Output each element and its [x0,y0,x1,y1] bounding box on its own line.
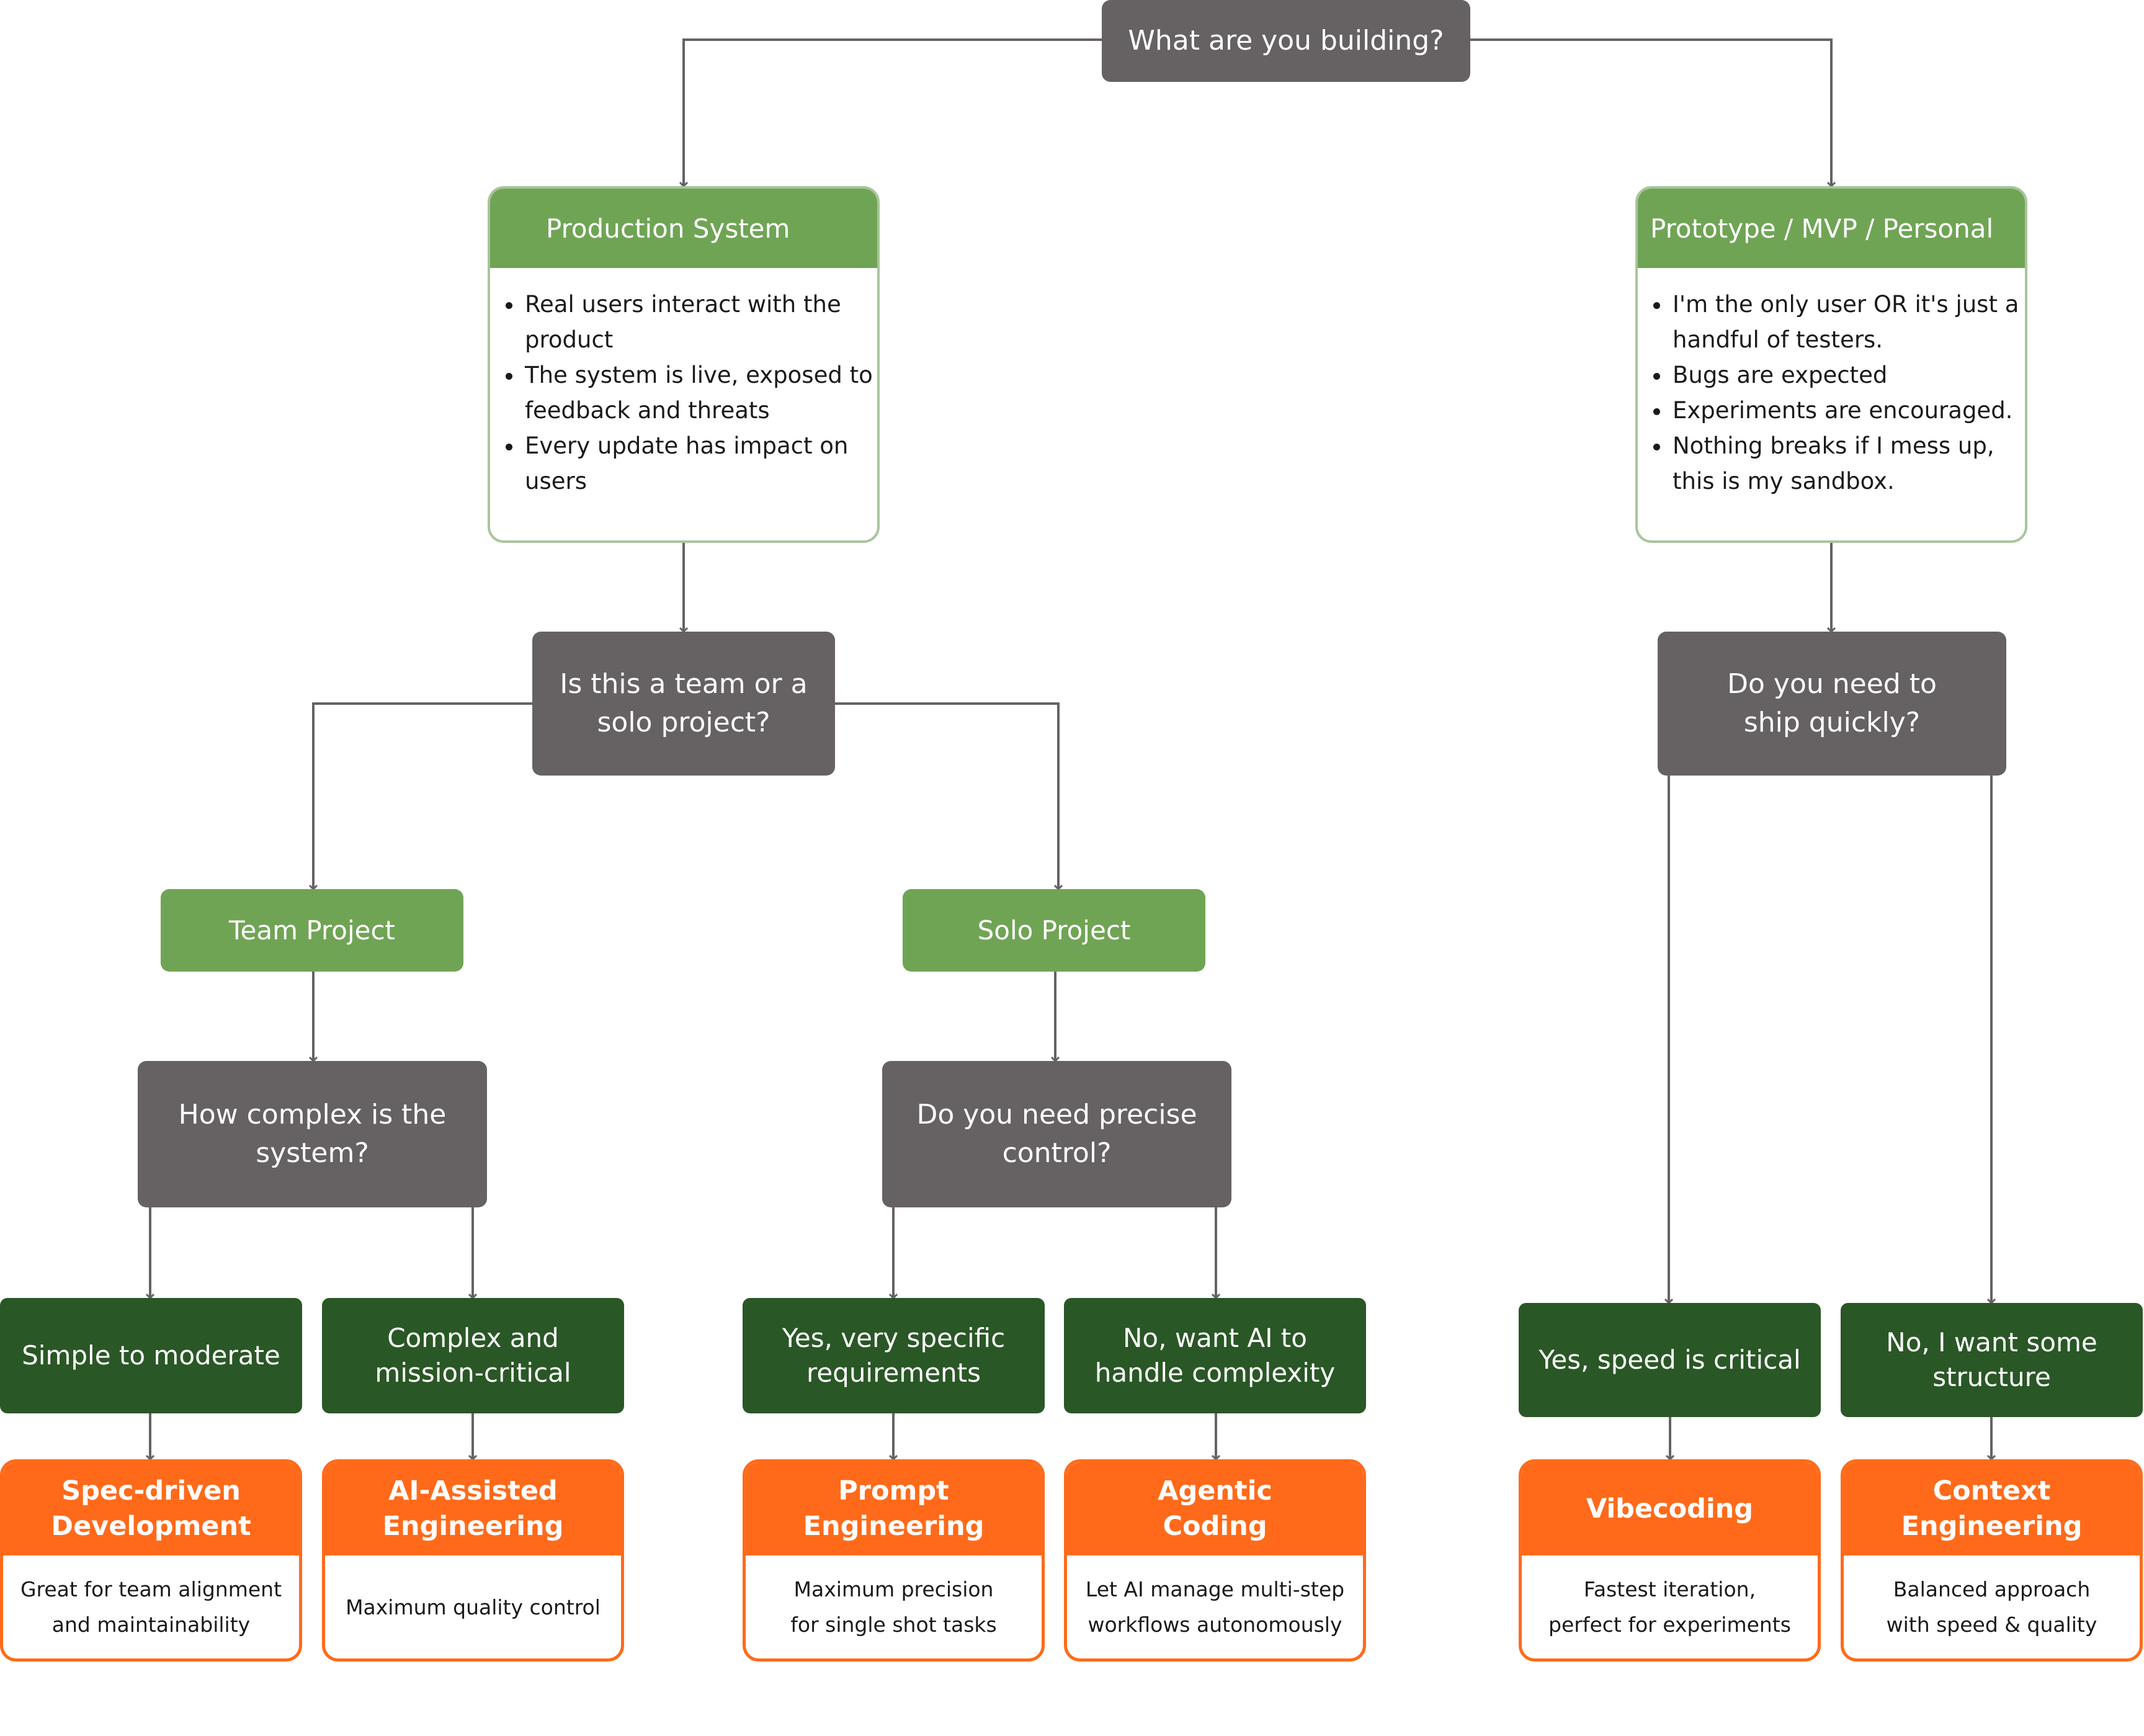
solo-project-node: Solo Project [903,889,1205,972]
solo-project-label: Solo Project [977,915,1131,946]
result-context-engineering: Context Engineering Balanced approach wi… [1841,1459,2143,1662]
list-item: Every update has impact on users [524,428,877,499]
complexity-question: How complex is the system? [138,1061,487,1207]
option-no-structure-text: No, I want some structure [1886,1327,2097,1392]
root-question-text: What are you building? [1128,25,1444,56]
ship-quickly-question: Do you need to ship quickly? [1658,632,2006,776]
option-no-structure: No, I want some structure [1841,1303,2143,1417]
edge-teamsolo-team [313,702,532,889]
result-spec-driven-title: Spec-driven Development [3,1462,299,1555]
option-yes-specific: Yes, very specific requirements [743,1298,1045,1413]
production-system-card: Production System Real users interact wi… [488,186,880,543]
option-yes-specific-text: Yes, very specific requirements [782,1323,1006,1388]
result-agentic-coding-desc: Let AI manage multi-step workflows auton… [1085,1577,1345,1637]
result-ai-assisted: AI-Assisted Engineering Maximum quality … [322,1459,624,1662]
result-prompt-engineering-title: Prompt Engineering [746,1462,1042,1555]
list-item: Bugs are expected [1671,357,2025,393]
result-agentic-coding-title: Agentic Coding [1067,1462,1363,1555]
option-simple: Simple to moderate [0,1298,302,1413]
result-agentic-coding: Agentic Coding Let AI manage multi-step … [1064,1459,1366,1662]
result-vibecoding: Vibecoding Fastest iteration, perfect fo… [1519,1459,1821,1662]
production-system-bullets: Real users interact with the product The… [490,287,877,499]
list-item: Real users interact with the product [524,287,877,357]
result-prompt-engineering-desc: Maximum precision for single shot tasks [790,1577,997,1637]
edge-teamsolo-solo [835,702,1058,889]
list-item: Nothing breaks if I mess up, this is my … [1671,428,2025,499]
ship-quickly-text: Do you need to ship quickly? [1727,668,1937,738]
list-item: I'm the only user OR it's just a handful… [1671,287,2025,357]
result-prompt-engineering: Prompt Engineering Maximum precision for… [743,1459,1045,1662]
result-vibecoding-desc: Fastest iteration, perfect for experimen… [1548,1577,1791,1637]
edge-root-prototype [1470,38,1831,186]
list-item: Experiments are encouraged. [1671,393,2025,428]
result-ai-assisted-title: AI-Assisted Engineering [325,1462,621,1555]
complexity-text: How complex is the system? [178,1099,447,1169]
team-or-solo-text: Is this a team or a solo project? [560,668,808,738]
option-yes-speed: Yes, speed is critical [1519,1303,1821,1417]
option-complex: Complex and mission-critical [322,1298,624,1413]
option-simple-text: Simple to moderate [22,1340,280,1371]
result-context-engineering-desc: Balanced approach with speed & quality [1886,1577,2097,1637]
result-context-engineering-title: Context Engineering [1844,1462,2140,1555]
prototype-card: Prototype / MVP / Personal I'm the only … [1635,186,2027,543]
team-or-solo-question: Is this a team or a solo project? [532,632,835,776]
option-no-ai: No, want AI to handle complexity [1064,1298,1366,1413]
production-system-title: Production System [546,213,790,244]
team-project-label: Team Project [228,915,396,946]
list-item: The system is live, exposed to feedback … [524,357,877,428]
production-system-header: Production System [490,189,877,268]
result-spec-driven: Spec-driven Development Great for team a… [0,1459,302,1662]
prototype-bullets: I'm the only user OR it's just a handful… [1638,287,2025,499]
option-complex-text: Complex and mission-critical [375,1323,571,1388]
option-yes-speed-text: Yes, speed is critical [1539,1345,1801,1375]
precise-control-text: Do you need precise control? [916,1099,1197,1169]
result-vibecoding-title: Vibecoding [1522,1462,1818,1555]
root-question: What are you building? [1102,0,1470,82]
prototype-title: Prototype / MVP / Personal [1650,213,1994,244]
result-spec-driven-desc: Great for team alignment and maintainabi… [20,1577,282,1637]
option-no-ai-text: No, want AI to handle complexity [1094,1323,1336,1388]
team-project-node: Team Project [161,889,463,972]
precise-control-question: Do you need precise control? [882,1061,1231,1207]
result-ai-assisted-desc: Maximum quality control [346,1595,601,1619]
prototype-header: Prototype / MVP / Personal [1638,189,2025,268]
edge-root-production [684,38,1102,186]
